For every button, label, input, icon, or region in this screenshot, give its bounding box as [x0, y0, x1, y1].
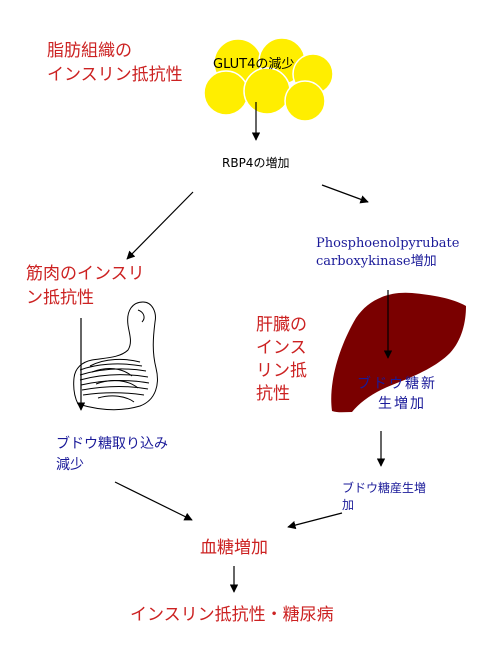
liver-title-line2: インス [256, 338, 307, 358]
arrow-uptake-to-blood-glucose [114, 481, 193, 521]
pepck-line2: carboxykinase増加 [316, 254, 437, 269]
liver-title-line3: リン抵 [256, 361, 307, 381]
uptake-line2: 減少 [56, 456, 84, 473]
flexed-arm-illustration [73, 301, 158, 411]
arrow-rbp4-to-liver [321, 184, 369, 204]
muscle-title-line2: ン抵抗性 [26, 288, 94, 308]
liver-illustration [331, 292, 466, 413]
blood-glucose-label: 血糖増加 [200, 538, 268, 558]
fat-title-line1: 脂肪組織の [47, 41, 132, 61]
production-line1: ブドウ糖産生増 [342, 480, 426, 495]
outcome-label: インスリン抵抗性・糖尿病 [130, 605, 334, 625]
liver-title-line4: 抗性 [256, 384, 290, 404]
arrow-production-to-blood-glucose [287, 512, 343, 530]
arrow-rbp4-to-muscle [126, 191, 194, 260]
rbp4-label: RBP4の増加 [222, 156, 289, 170]
glut4-label: GLUT4の減少 [213, 56, 294, 72]
gluconeo-line2: 生増加 [378, 396, 426, 412]
liver-title-line1: 肝臓の [256, 315, 307, 335]
production-line2: 加 [342, 498, 354, 512]
fat-cells-illustration [203, 37, 334, 122]
uptake-line1: ブドウ糖取り込み [56, 435, 168, 452]
gluconeo-line1: ブドウ糖新 [357, 375, 437, 392]
fat-title-line2: インスリン抵抗性 [47, 65, 183, 85]
muscle-title-line1: 筋肉のインスリ [26, 264, 145, 284]
pepck-line1: Phosphoenolpyrubate [316, 236, 460, 251]
